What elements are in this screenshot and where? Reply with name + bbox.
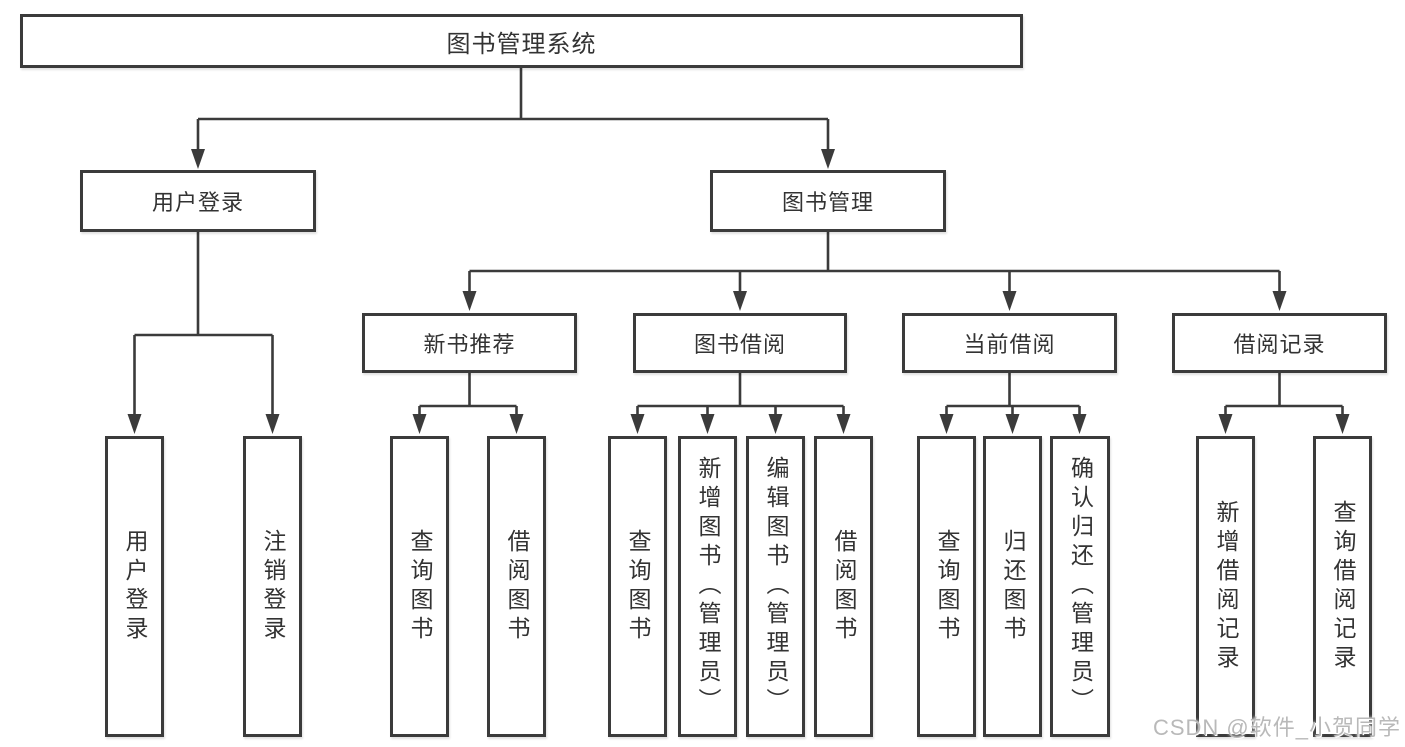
node-leaf-borrow-books-borrowing: 借阅图书 (814, 436, 873, 737)
node-book-borrowing: 图书借阅 (633, 313, 847, 373)
node-leaf-query-books-recommend: 查询图书 (390, 436, 449, 737)
node-book-management-label: 图书管理 (781, 190, 874, 215)
node-borrowing-records: 借阅记录 (1172, 313, 1387, 373)
node-leaf-query-books-current: 查询图书 (917, 436, 976, 737)
node-leaf-logout-label: 注销登录 (260, 528, 286, 645)
node-current-borrowing: 当前借阅 (902, 313, 1117, 373)
node-leaf-query-books-current-label: 查询图书 (934, 528, 960, 645)
node-leaf-borrow-books-borrowing-label: 借阅图书 (831, 528, 857, 645)
watermark: CSDN @软件_小贺同学 (1152, 715, 1401, 740)
node-leaf-add-book-admin: 新增图书（管理员） (678, 436, 737, 737)
node-leaf-logout: 注销登录 (243, 436, 302, 737)
node-book-management: 图书管理 (710, 170, 946, 232)
node-leaf-confirm-return-admin-label: 确认归还（管理员） (1067, 456, 1094, 717)
node-leaf-return-books-label: 归还图书 (1000, 528, 1026, 645)
node-leaf-user-login: 用户登录 (105, 436, 164, 737)
node-leaf-query-books-recommend-label: 查询图书 (407, 528, 433, 645)
node-leaf-query-books-borrowing-label: 查询图书 (625, 528, 651, 645)
node-leaf-query-borrow-record: 查询借阅记录 (1313, 436, 1372, 737)
node-leaf-edit-book-admin: 编辑图书（管理员） (746, 436, 805, 737)
node-current-borrowing-label: 当前借阅 (963, 332, 1056, 357)
node-leaf-user-login-label: 用户登录 (122, 528, 148, 645)
node-leaf-query-books-borrowing: 查询图书 (608, 436, 667, 737)
node-leaf-add-book-admin-label: 新增图书（管理员） (695, 456, 721, 717)
node-borrowing-records-label: 借阅记录 (1233, 332, 1326, 357)
node-leaf-edit-book-admin-label: 编辑图书（管理员） (763, 456, 789, 717)
node-new-book-recommendation-label: 新书推荐 (423, 332, 516, 357)
node-library-system-label: 图书管理系统 (446, 30, 597, 58)
node-leaf-borrow-books-recommend: 借阅图书 (487, 436, 546, 737)
node-library-system: 图书管理系统 (20, 14, 1023, 68)
node-user-login: 用户登录 (80, 170, 316, 232)
node-user-login-label: 用户登录 (151, 190, 244, 215)
node-leaf-query-borrow-record-label: 查询借阅记录 (1330, 499, 1356, 674)
node-book-borrowing-label: 图书借阅 (693, 332, 786, 357)
node-leaf-borrow-books-recommend-label: 借阅图书 (504, 528, 530, 645)
node-leaf-return-books: 归还图书 (983, 436, 1042, 737)
node-leaf-confirm-return-admin: 确认归还（管理员） (1050, 436, 1110, 737)
node-new-book-recommendation: 新书推荐 (362, 313, 577, 373)
node-leaf-add-borrow-record-label: 新增借阅记录 (1213, 499, 1239, 674)
node-leaf-add-borrow-record: 新增借阅记录 (1196, 436, 1255, 737)
